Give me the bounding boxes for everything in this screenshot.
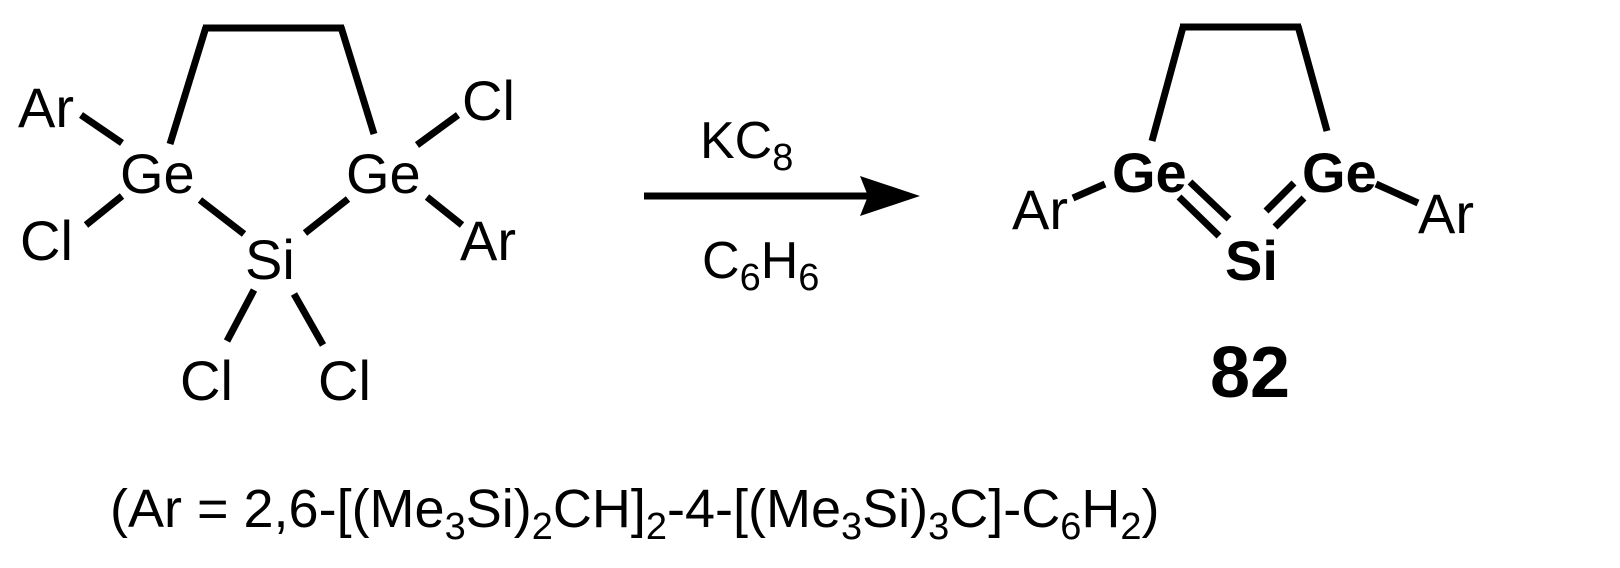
solvent-c: C bbox=[702, 232, 740, 290]
atom-si: Si bbox=[1225, 229, 1278, 292]
bond-si-cl-right bbox=[290, 292, 327, 347]
footnote-part: ) bbox=[1142, 479, 1160, 539]
bond-ge-ar-right bbox=[424, 194, 465, 228]
double-bond-ge-si-left-a bbox=[1187, 179, 1232, 222]
footnote-subscript: 2 bbox=[532, 506, 553, 548]
bond-ge-cl-right bbox=[414, 112, 461, 148]
bond-ge-si-left bbox=[197, 197, 247, 237]
reagent-subscript: 8 bbox=[772, 137, 793, 179]
footnote-subscript: 6 bbox=[1060, 506, 1081, 548]
ar-definition-footnote: (Ar = 2,6-[(Me3Si)2CH]2-4-[(Me3Si)3C]-C6… bbox=[110, 479, 1160, 548]
compound-number-82: 82 bbox=[1210, 333, 1290, 413]
double-bond-ge-si-right-a bbox=[1263, 180, 1297, 214]
solvent-h: H bbox=[761, 232, 799, 290]
product-structure: Ge Ge Si Ar Ar 82 bbox=[1012, 23, 1474, 413]
atom-si: Si bbox=[245, 228, 295, 291]
double-bond-ge-si-left-b bbox=[1176, 194, 1222, 239]
atom-cl-si-right: Cl bbox=[318, 349, 371, 412]
footnote-subscript: 2 bbox=[1120, 506, 1141, 548]
footnote-part: Si) bbox=[862, 479, 928, 539]
footnote-part: CH] bbox=[553, 479, 646, 539]
footnote-subscript: 3 bbox=[928, 506, 949, 548]
atom-ge-right: Ge bbox=[346, 142, 421, 205]
solvent-c-subscript: 6 bbox=[740, 257, 761, 299]
atom-cl-right: Cl bbox=[462, 69, 515, 132]
atom-ge-left: Ge bbox=[1112, 141, 1187, 204]
atom-ge-left: Ge bbox=[120, 142, 195, 205]
solvent-label: C6H6 bbox=[702, 232, 819, 299]
atom-ge-right: Ge bbox=[1302, 141, 1377, 204]
footnote-part: H bbox=[1081, 479, 1120, 539]
atom-ar-left: Ar bbox=[18, 76, 74, 139]
footnote-part: Si) bbox=[466, 479, 532, 539]
footnote-subscript: 3 bbox=[841, 506, 862, 548]
atom-cl-si-left: Cl bbox=[180, 349, 233, 412]
bond-ge-ar-right bbox=[1374, 180, 1420, 207]
atom-ar-left: Ar bbox=[1012, 178, 1068, 241]
footnote-part: (Ar = 2,6-[(Me bbox=[110, 479, 445, 539]
solvent-h-subscript: 6 bbox=[798, 257, 819, 299]
bond-ge-ch2-left bbox=[166, 25, 210, 146]
atom-cl-left: Cl bbox=[20, 209, 73, 272]
reagent-label: KC8 bbox=[700, 112, 793, 179]
bond-ge-si-right bbox=[302, 196, 351, 236]
footnote-part: C]-C bbox=[949, 479, 1060, 539]
double-bond-ge-si-right-b bbox=[1272, 195, 1307, 230]
atom-ar-right: Ar bbox=[460, 209, 516, 272]
bond-ge-ch2-right bbox=[1294, 25, 1331, 132]
footnote-part: -4-[(Me bbox=[667, 479, 841, 539]
reactant-structure: Ge Ge Si Ar Cl Cl Ar Cl Cl bbox=[18, 24, 516, 412]
bond-ge-ar-left bbox=[79, 112, 124, 146]
bond-ge-ar-left bbox=[1071, 180, 1107, 202]
reaction-arrow bbox=[644, 176, 920, 216]
bond-ge-ch2-right bbox=[337, 25, 378, 136]
arrow-head-icon bbox=[860, 176, 920, 216]
footnote-subscript: 2 bbox=[646, 506, 667, 548]
bond-si-cl-left bbox=[223, 288, 258, 343]
bond-ge-ch2-left bbox=[1148, 26, 1187, 142]
bond-ge-cl-left bbox=[83, 193, 125, 228]
atom-ar-right: Ar bbox=[1418, 182, 1474, 245]
reagent-text: KC bbox=[700, 112, 772, 170]
footnote-subscript: 3 bbox=[445, 506, 466, 548]
